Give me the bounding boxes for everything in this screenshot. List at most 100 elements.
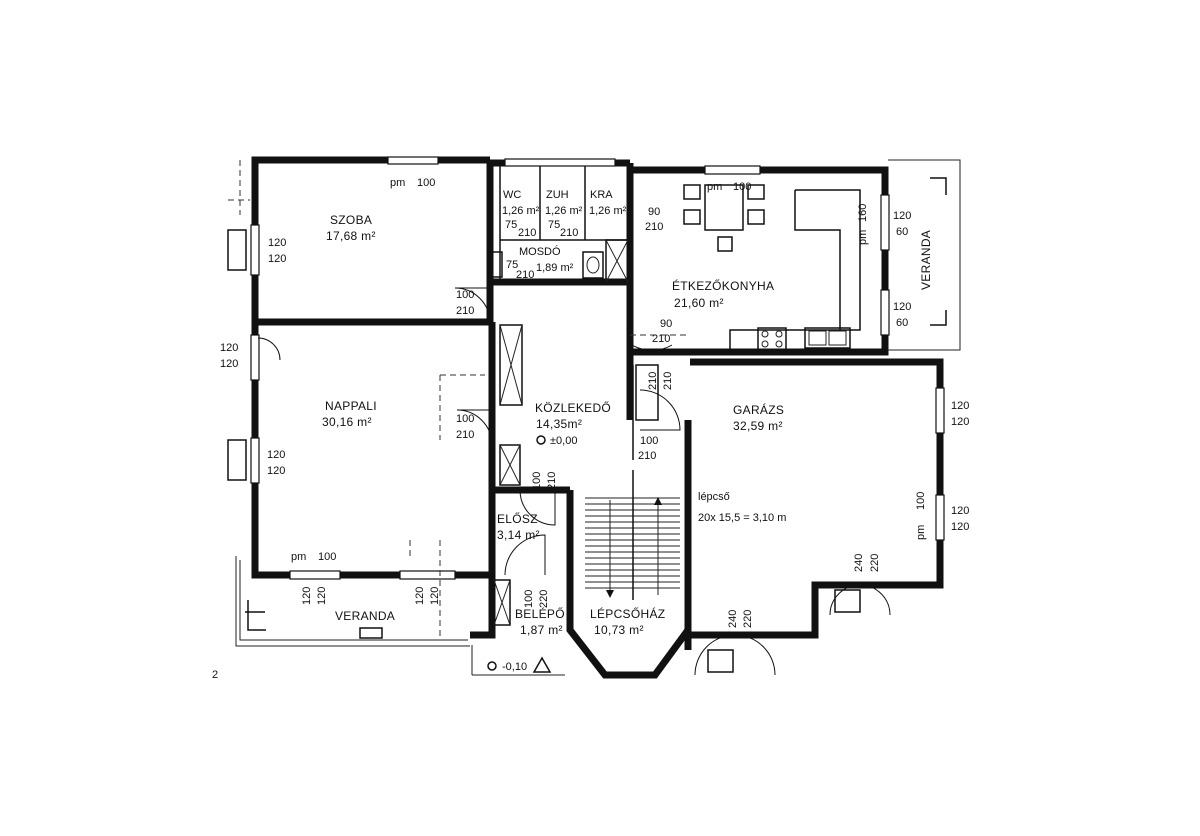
room-kozlekedo-area: 14,35m² (536, 417, 582, 431)
stairs (585, 470, 680, 600)
doors (257, 287, 891, 676)
kitchen-counter (729, 189, 861, 352)
shaft-1 (499, 324, 523, 406)
window-szoba-top (387, 156, 439, 165)
dim-zuh-a: 75 (548, 219, 560, 231)
dim-nappali-door-b: 210 (456, 429, 474, 441)
window-nappali-left2 (250, 437, 260, 484)
dim-nappali-door-a: 100 (456, 413, 474, 425)
dim-szoba-left-b: 120 (268, 253, 286, 265)
dim-kitchen-win2-b: 60 (896, 317, 908, 329)
dim-veranda-c: 120 (414, 587, 426, 605)
shaft-3 (493, 579, 511, 626)
dim-garage-right2-b: 120 (951, 521, 969, 533)
dim-nappali-left2-a: 120 (267, 449, 285, 461)
window-nappali-bottom (289, 570, 341, 580)
room-kozlekedo-name: KÖZLEKEDŐ (535, 400, 611, 415)
room-elosz-area: 3,14 m² (497, 528, 540, 542)
dim-kitchen-top-w: 100 (733, 181, 751, 193)
stair-note-formula: 20x 15,5 = 3,10 m (698, 512, 786, 524)
room-szoba-area: 17,68 m² (326, 229, 376, 243)
dim-garage-right2-a: 120 (951, 505, 969, 517)
room-garazs-area: 32,59 m² (733, 419, 783, 433)
window-garage-right1 (935, 387, 945, 434)
room-kozlekedo-level: ±0,00 (550, 435, 577, 447)
dim-szoba-door-b: 210 (456, 305, 474, 317)
dim-kitchen-win1-a: 120 (893, 210, 911, 222)
shaft-2 (499, 444, 521, 486)
dim-garage-door-b: 210 (662, 372, 674, 390)
dim-kitchen-win2-a: 120 (893, 301, 911, 313)
dim-kitchen-door-b: 210 (652, 333, 670, 345)
entry-level-marker-icon (487, 661, 497, 671)
dim-szoba-top-pm: pm (390, 177, 405, 189)
dim-veranda-b: 120 (316, 587, 328, 605)
room-elosz-name: ELŐSZ (497, 511, 538, 526)
fixtures (487, 184, 861, 626)
room-kra-name: KRA (590, 189, 613, 201)
wall-stair-bay (566, 490, 691, 679)
room-mosdo-name: MOSDÓ (519, 245, 561, 258)
wall-garage (690, 358, 944, 639)
wc-bowl (487, 251, 503, 278)
dim-nappali-left-b: 120 (220, 358, 238, 370)
windows (227, 156, 945, 673)
wall-left-wing (251, 156, 490, 579)
dim-kitchen-door-a: 90 (660, 318, 672, 330)
dim-kitchen-right-pm: pm (857, 230, 869, 245)
room-zuh-area: 1,26 m² (545, 205, 583, 217)
dim-szoba-left-a: 120 (268, 237, 286, 249)
window-garage-right2 (935, 494, 945, 541)
walls (251, 156, 944, 679)
dim-belepo-door-a: 100 (523, 590, 535, 608)
room-etkezokonyha-name: ÉTKEZŐKONYHA (672, 278, 774, 293)
window-kitchen-right2 (880, 289, 890, 336)
dim-wc-b: 210 (518, 227, 536, 239)
dim-garage-door-a: 210 (647, 372, 659, 390)
dim-garage-gate-a: 240 (853, 554, 865, 572)
room-labels: SZOBA 17,68 m² NAPPALI 30,16 m² ÉTKEZŐKO… (322, 189, 933, 637)
dim-nappali-left-a: 120 (220, 342, 238, 354)
room-nappali-area: 30,16 m² (322, 415, 372, 429)
dim-garage-door2-a: 100 (640, 435, 658, 447)
window-service-top (504, 158, 616, 167)
room-veranda-front-name: VERANDA (335, 609, 395, 623)
dim-nappali-left2-b: 120 (267, 465, 285, 477)
dim-garage-right-w: 100 (915, 492, 927, 510)
window-nappali-left (250, 334, 260, 381)
dim-kitchen-top-pm: pm (707, 181, 722, 193)
room-mosdo-area: 1,89 m² (536, 262, 574, 274)
stair-arrows (606, 497, 662, 598)
level-marker-icon (536, 435, 546, 445)
dim-kitchen-win1-b: 60 (896, 226, 908, 238)
dim-garage-gate-b: 220 (869, 554, 881, 572)
room-kra-area: 1,26 m² (589, 205, 627, 217)
dim-nappali-bottom-w: 100 (318, 551, 336, 563)
north-triangle-icon (532, 656, 552, 673)
dim-belepo-door-b: 220 (538, 590, 550, 608)
wall-belepo (460, 571, 496, 639)
dim-kra-door-b: 210 (645, 221, 663, 233)
room-belepo-area: 1,87 m² (520, 623, 563, 637)
dim-garage-door2-b: 210 (638, 450, 656, 462)
window-kitchen-top (704, 165, 761, 175)
dim-stair-gate-a: 240 (727, 610, 739, 628)
dim-kitchen-right-w: 160 (857, 204, 869, 222)
room-wc-name: WC (503, 189, 521, 201)
dim-nappali-bottom-pm: pm (291, 551, 306, 563)
room-wc-area: 1,26 m² (502, 205, 540, 217)
room-szoba-name: SZOBA (330, 213, 372, 227)
dim-kra-door-a: 90 (648, 206, 660, 218)
dimension-labels: pm 100 pm 100 120 120 120 120 120 120 pm… (220, 177, 969, 628)
room-veranda-side-name: VERANDA (919, 230, 933, 290)
stair-note-title: lépcső (698, 491, 730, 503)
dim-mosdo-b: 210 (516, 269, 534, 281)
room-lepcsohaz-name: LÉPCSŐHÁZ (590, 606, 665, 621)
dim-garage-right1-a: 120 (951, 400, 969, 412)
mosdo-sink (582, 251, 604, 279)
stove (757, 327, 787, 351)
window-kitchen-right1 (880, 194, 890, 251)
dim-garage-right1-b: 120 (951, 416, 969, 428)
dim-mosdo-a: 75 (506, 259, 518, 271)
